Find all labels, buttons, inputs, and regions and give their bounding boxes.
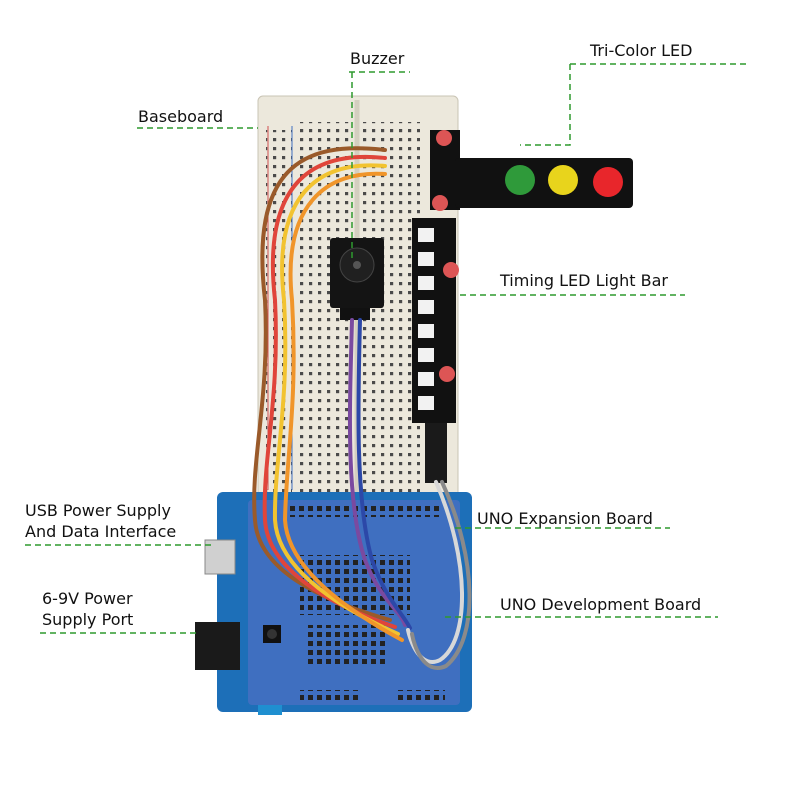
power-port-label: 6-9V Power Supply Port [42,589,134,629]
callout-lines [25,63,748,634]
led-light-bar [412,218,459,483]
usb-interface-label: USB Power Supply And Data Interface [25,501,177,541]
buzzer-module [330,238,384,320]
tri-color-led-label: Tri-Color LED [590,41,693,60]
timing-led-bar-label: Timing LED Light Bar [500,271,668,290]
expansion-board-label: UNO Expansion Board [477,509,653,528]
expansion-shield [248,500,460,705]
baseboard-label: Baseboard [138,107,224,126]
development-board-label: UNO Development Board [500,595,702,614]
tri-color-led-module [430,130,633,211]
jumper-wires [252,146,472,670]
buzzer-label: Buzzer [350,49,405,68]
